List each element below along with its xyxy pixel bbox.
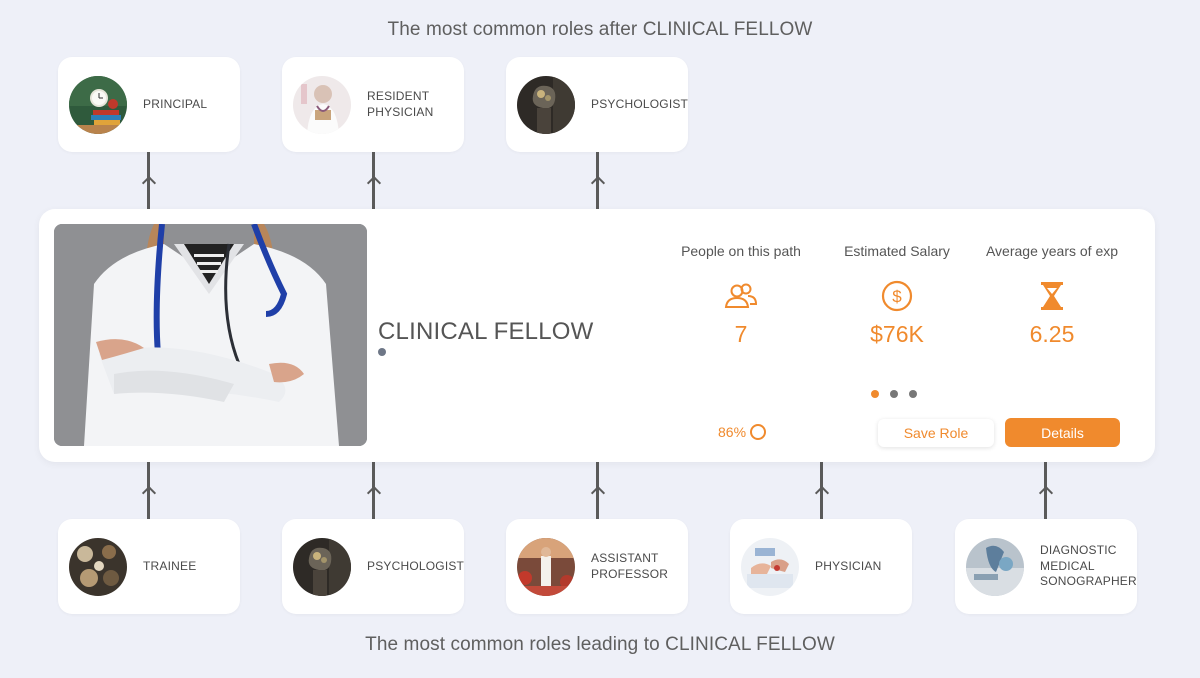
next-role-label: PRINCIPAL	[143, 96, 208, 111]
arrow-up-icon	[141, 485, 157, 501]
next-role-label: RESIDENT PHYSICIAN	[367, 89, 434, 119]
next-roles-heading: The most common roles after CLINICAL FEL…	[387, 19, 813, 40]
previous-role-card-physician[interactable]: PHYSICIAN	[730, 519, 912, 614]
connector-line	[372, 462, 375, 519]
medical-hands-photo	[741, 537, 799, 596]
pager-dot[interactable]	[909, 390, 917, 398]
match-percent: 86%	[718, 424, 747, 440]
progress-ring-icon	[750, 424, 767, 440]
connector-line	[1044, 462, 1047, 519]
dark-brain-photo	[517, 75, 575, 134]
pager-dot[interactable]	[871, 390, 879, 398]
current-role-title: CLINICAL FELLOW	[378, 318, 594, 345]
pager-dot[interactable]	[890, 390, 898, 398]
stat-experience: Average years of exp 6.25	[977, 243, 1127, 348]
previous-role-card-sonographer[interactable]: DIAGNOSTIC MEDICAL SONOGRAPHER	[955, 519, 1137, 614]
title-indicator-dot	[378, 348, 386, 356]
ultrasound-photo	[966, 537, 1024, 596]
arrow-up-icon	[366, 485, 382, 501]
previous-role-label: DIAGNOSTIC MEDICAL SONOGRAPHER	[1040, 543, 1137, 589]
people-icon	[724, 281, 758, 311]
previous-role-label: TRAINEE	[143, 558, 197, 573]
previous-roles-heading: The most common roles leading to CLINICA…	[365, 634, 835, 655]
match-score: 86%	[718, 424, 767, 440]
previous-role-card-psychologist[interactable]: PSYCHOLOGIST	[282, 519, 464, 614]
chalkboard-clock-photo	[69, 75, 127, 134]
save-role-button[interactable]: Save Role	[878, 419, 994, 447]
stat-value-experience: 6.25	[1029, 321, 1075, 347]
stat-people: People on this path 7	[666, 243, 816, 348]
details-button[interactable]: Details	[1005, 418, 1120, 447]
arrow-up-icon	[814, 485, 830, 501]
connector-line	[596, 462, 599, 519]
hourglass-icon	[1035, 281, 1069, 311]
next-role-card-psychologist[interactable]: PSYCHOLOGIST	[506, 57, 688, 152]
arrow-up-icon	[141, 175, 157, 191]
next-role-label: PSYCHOLOGIST	[591, 96, 689, 111]
previous-role-label: PSYCHOLOGIST	[367, 558, 465, 573]
dollar-circle-icon: $	[880, 280, 914, 312]
stat-label: People on this path	[681, 243, 801, 259]
previous-role-card-assistant-professor[interactable]: ASSISTANT PROFESSOR	[506, 519, 688, 614]
connector-line	[372, 152, 375, 209]
current-role-card: CLINICAL FELLOW People on this path 7 Es…	[39, 209, 1155, 462]
connector-line	[147, 152, 150, 209]
arrow-up-icon	[590, 175, 606, 191]
connector-line	[596, 152, 599, 209]
connector-line	[147, 462, 150, 519]
arrow-up-icon	[590, 485, 606, 501]
previous-role-card-trainee[interactable]: TRAINEE	[58, 519, 240, 614]
stat-value-people: 7	[734, 321, 748, 347]
previous-role-label: PHYSICIAN	[815, 558, 882, 573]
connector-line	[820, 462, 823, 519]
coffee-table-photo	[69, 537, 127, 596]
arrow-up-icon	[366, 175, 382, 191]
stats-pager	[871, 390, 917, 398]
dark-brain-photo	[293, 537, 351, 596]
physician-with-book-photo	[293, 75, 351, 134]
stat-label: Estimated Salary	[844, 243, 950, 259]
previous-role-label: ASSISTANT PROFESSOR	[591, 551, 669, 581]
next-role-card-principal[interactable]: PRINCIPAL	[58, 57, 240, 152]
svg-text:$: $	[892, 287, 902, 306]
stat-salary: Estimated Salary $ $76K	[822, 243, 972, 348]
arrow-up-icon	[1038, 485, 1054, 501]
doctor-with-stethoscope-photo	[54, 224, 367, 446]
stat-value-salary: $76K	[870, 321, 924, 347]
next-role-card-resident-physician[interactable]: RESIDENT PHYSICIAN	[282, 57, 464, 152]
stat-label: Average years of exp	[985, 243, 1119, 259]
lecture-hall-photo	[517, 537, 575, 596]
